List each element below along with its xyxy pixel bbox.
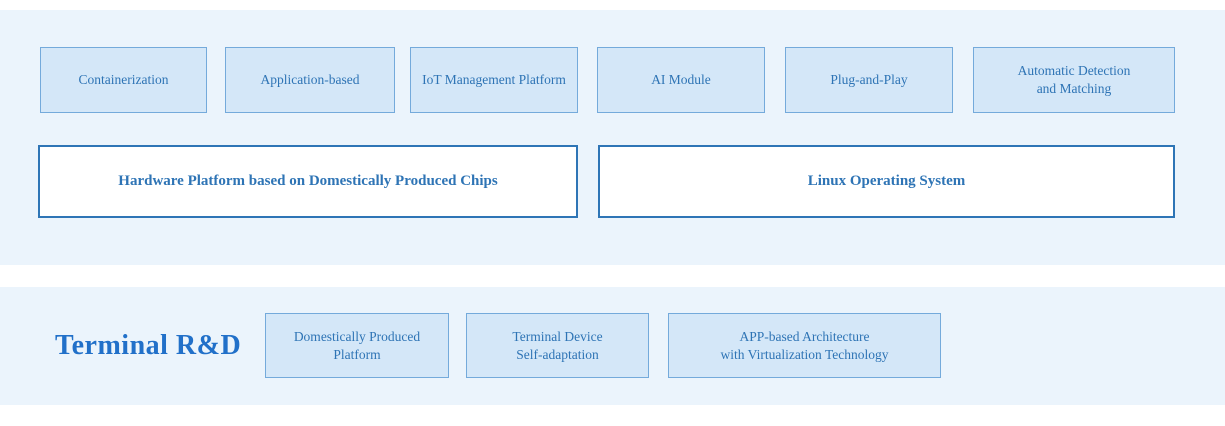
- platform-box-hardware-platform: Hardware Platform based on Domestically …: [38, 145, 578, 218]
- feature-box-domestically-produced-platform: Domestically Produced Platform: [265, 313, 449, 378]
- section-title-terminal-rd: Terminal R&D: [55, 330, 242, 361]
- feature-box-application-based: Application-based: [225, 47, 395, 113]
- feature-box-app-based-architecture: APP-based Architecture with Virtualizati…: [668, 313, 941, 378]
- feature-box-iot-management-platform: IoT Management Platform: [410, 47, 578, 113]
- feature-box-containerization: Containerization: [40, 47, 207, 113]
- platform-box-linux-operating-system: Linux Operating System: [598, 145, 1175, 218]
- feature-box-terminal-device-self-adaptation: Terminal Device Self-adaptation: [466, 313, 649, 378]
- feature-box-plug-and-play: Plug-and-Play: [785, 47, 953, 113]
- feature-box-ai-module: AI Module: [597, 47, 765, 113]
- feature-box-automatic-detection-and-matching: Automatic Detection and Matching: [973, 47, 1175, 113]
